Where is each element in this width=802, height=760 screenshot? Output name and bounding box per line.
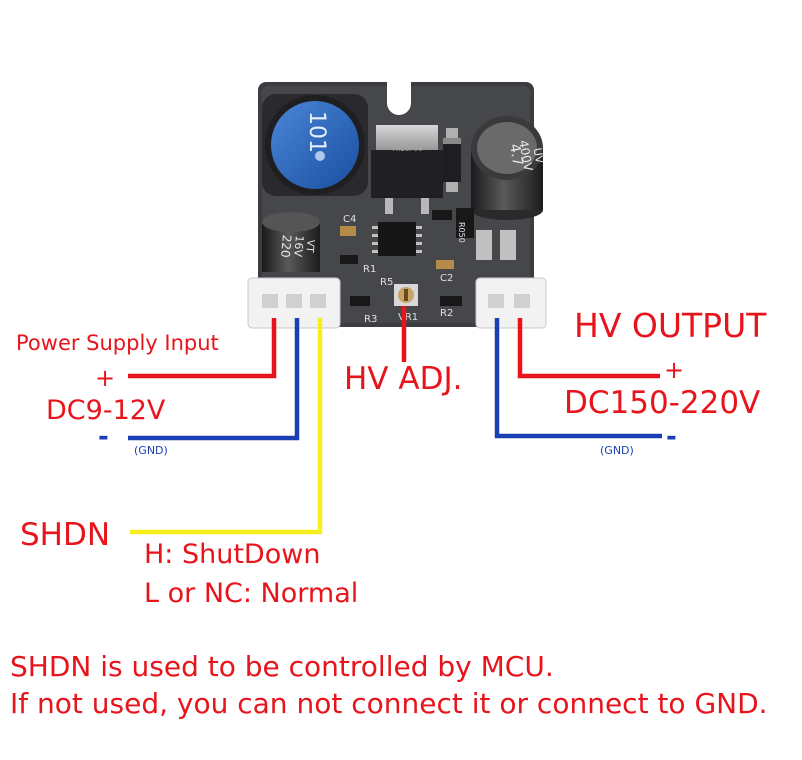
output-plus-label: + [664, 356, 685, 384]
input-voltage-label: DC9-12V [46, 395, 166, 426]
output-cap-marking-3: UV [531, 147, 547, 165]
input-cap-marking-2: 16V [291, 235, 306, 258]
output-minus-label: - [666, 422, 677, 452]
wire-power-plus [128, 318, 277, 379]
svg-text:TK10P06: TK10P06 [391, 145, 423, 153]
output-gnd-label: (GND) [600, 444, 634, 457]
wires [128, 306, 662, 535]
note-line-2: If not used, you can not connect it or c… [10, 687, 768, 720]
wire-hv-gnd [494, 318, 662, 439]
input-gnd-label: (GND) [134, 444, 168, 457]
output-cap-marking-2: 400V [516, 139, 535, 173]
power-supply-input-label: Power Supply Input [16, 331, 219, 355]
output-cap-marking-1: 4.7 [506, 143, 526, 168]
controller-ic [372, 222, 422, 256]
silk-r5: R5 [380, 277, 393, 288]
diode [443, 128, 461, 192]
hv-adj-label: HV ADJ. [344, 361, 463, 397]
silkscreen-labels: C4 C2 R5 R1 R3 R2 VR1 R050 [343, 214, 466, 325]
input-connector [247, 277, 341, 329]
output-connector [475, 277, 547, 329]
silk-r1: R1 [363, 264, 376, 275]
input-minus-label: - [98, 422, 109, 452]
inductor-marking: 101 [304, 111, 329, 153]
input-cap-marking-3: VT [303, 239, 315, 254]
smd-components [340, 208, 516, 306]
shdn-low-label: L or NC: Normal [144, 578, 359, 609]
wire-shdn [130, 318, 323, 535]
wire-hv-plus [517, 318, 660, 379]
input-capacitor: 220 16V VT [262, 212, 320, 272]
shdn-label: SHDN [20, 517, 111, 553]
shdn-high-label: H: ShutDown [144, 539, 321, 570]
hv-output-label: HV OUTPUT [574, 306, 767, 345]
silk-c4: C4 [343, 214, 356, 225]
output-capacitor: 4.7 400V UV [471, 116, 546, 220]
silk-r2: R2 [440, 308, 453, 319]
silk-c2: C2 [440, 273, 453, 284]
trim-potentiometer [394, 284, 418, 306]
note-line-1: SHDN is used to be controlled by MCU. [10, 650, 554, 683]
mosfet: TK10P06 [371, 125, 443, 214]
silk-r3: R3 [364, 314, 377, 325]
silk-r050: R050 [457, 222, 466, 243]
silk-vr1: VR1 [398, 312, 418, 323]
input-cap-marking-1: 220 [278, 234, 294, 258]
wire-power-gnd [128, 318, 300, 441]
input-plus-label: + [95, 364, 116, 392]
inductor: 101 [262, 94, 368, 196]
output-voltage-label: DC150-220V [564, 385, 761, 421]
